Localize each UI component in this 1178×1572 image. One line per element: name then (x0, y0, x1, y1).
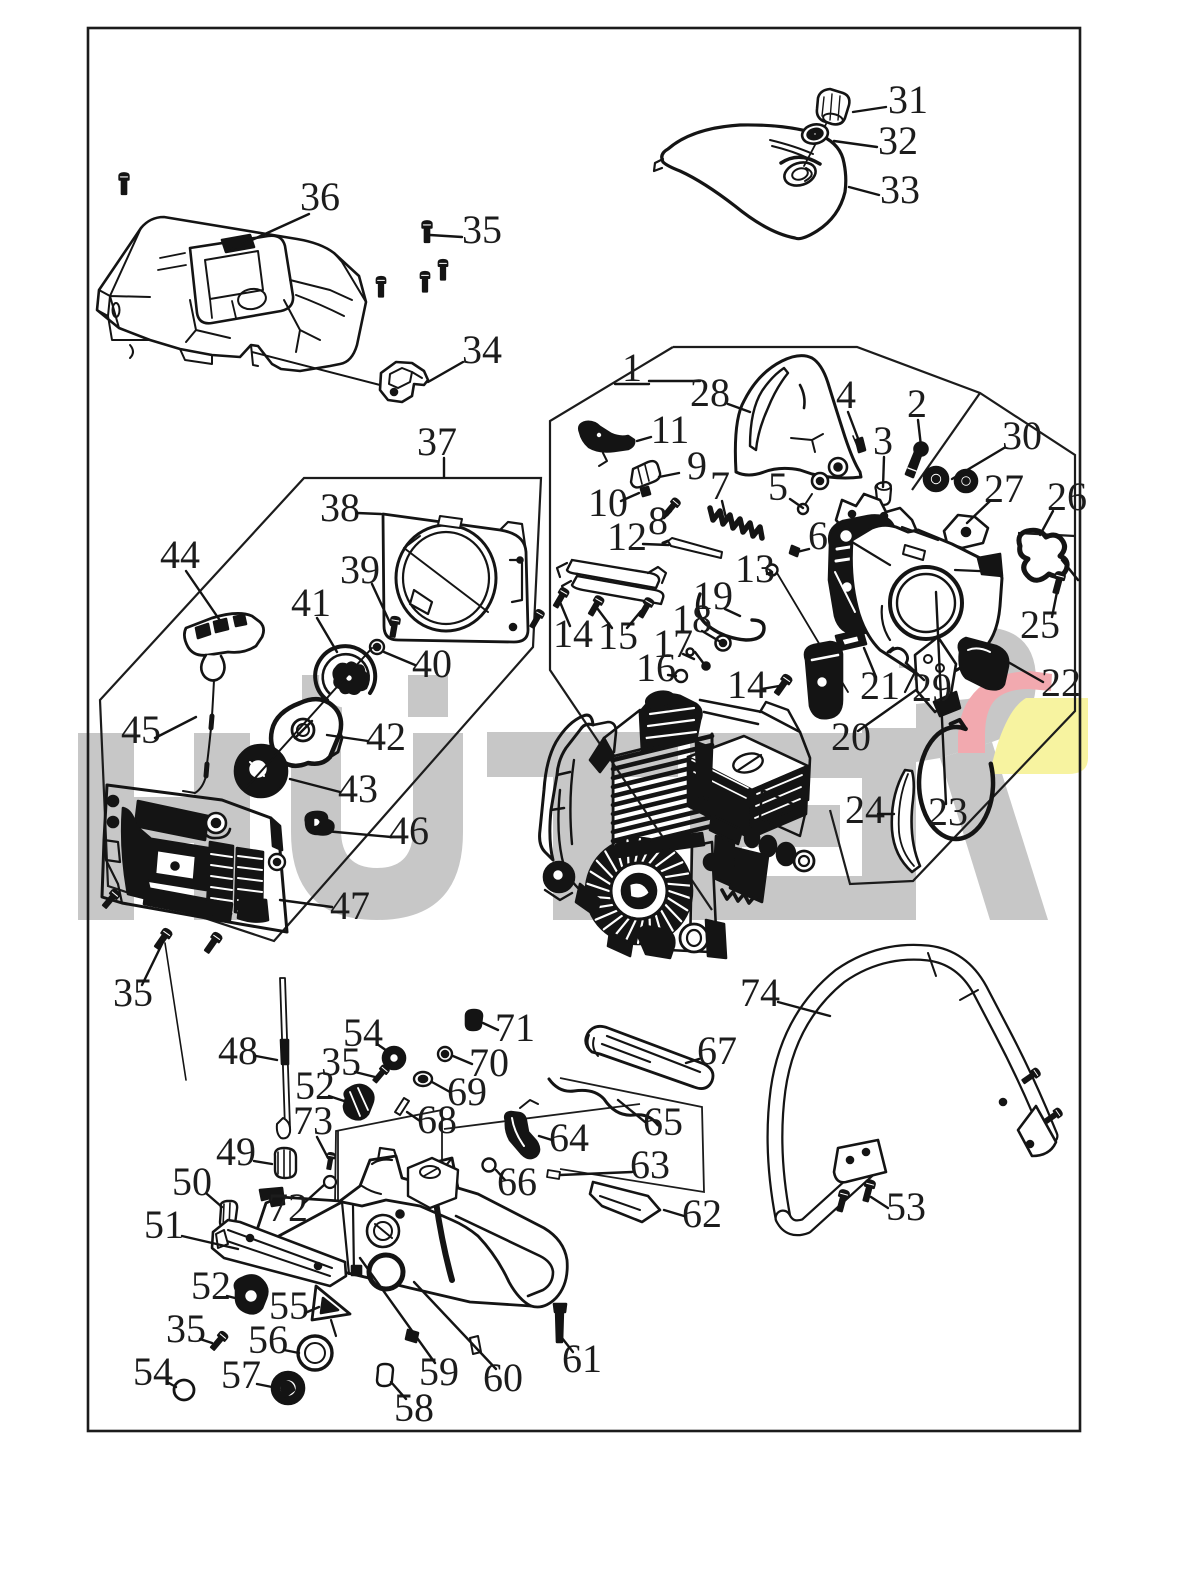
svg-text:40: 40 (412, 641, 452, 686)
svg-text:50: 50 (172, 1159, 212, 1204)
svg-text:35: 35 (166, 1306, 206, 1351)
svg-text:20: 20 (831, 714, 871, 759)
svg-text:44: 44 (160, 532, 200, 577)
svg-text:66: 66 (497, 1159, 537, 1204)
svg-text:41: 41 (291, 580, 331, 625)
svg-text:21: 21 (860, 663, 900, 708)
svg-text:1: 1 (622, 345, 642, 390)
svg-text:8: 8 (648, 498, 668, 543)
svg-text:34: 34 (462, 327, 502, 372)
svg-text:35: 35 (462, 207, 502, 252)
svg-text:22: 22 (1041, 660, 1081, 705)
svg-text:36: 36 (300, 174, 340, 219)
svg-text:52: 52 (191, 1263, 231, 1308)
svg-text:51: 51 (144, 1202, 184, 1247)
svg-text:70: 70 (469, 1040, 509, 1085)
svg-text:73: 73 (293, 1098, 333, 1143)
svg-text:54: 54 (133, 1349, 173, 1394)
svg-text:11: 11 (651, 407, 690, 452)
svg-text:24: 24 (845, 787, 885, 832)
svg-text:56: 56 (248, 1317, 288, 1362)
svg-text:30: 30 (1002, 413, 1042, 458)
svg-text:14: 14 (727, 662, 767, 707)
svg-text:69: 69 (447, 1069, 487, 1114)
svg-text:23: 23 (928, 789, 968, 834)
svg-text:17: 17 (653, 621, 693, 666)
svg-text:71: 71 (495, 1005, 535, 1050)
svg-text:6: 6 (808, 513, 828, 558)
svg-text:27: 27 (984, 466, 1024, 511)
svg-text:55: 55 (269, 1283, 309, 1328)
svg-text:12: 12 (607, 514, 647, 559)
svg-text:72: 72 (268, 1185, 308, 1230)
svg-text:29: 29 (912, 665, 952, 710)
svg-text:67: 67 (697, 1028, 737, 1073)
svg-text:64: 64 (549, 1115, 589, 1160)
svg-text:28: 28 (690, 370, 730, 415)
svg-text:7: 7 (710, 463, 730, 508)
svg-text:54: 54 (343, 1010, 383, 1055)
svg-text:49: 49 (216, 1129, 256, 1174)
svg-text:9: 9 (687, 443, 707, 488)
svg-text:53: 53 (886, 1184, 926, 1229)
svg-text:74: 74 (740, 970, 780, 1015)
svg-text:65: 65 (643, 1099, 683, 1144)
svg-text:61: 61 (562, 1336, 602, 1381)
svg-text:5: 5 (768, 464, 788, 509)
svg-text:46: 46 (389, 808, 429, 853)
svg-text:47: 47 (330, 883, 370, 928)
svg-text:3: 3 (873, 418, 893, 463)
svg-text:13: 13 (735, 546, 775, 591)
svg-text:14: 14 (553, 611, 593, 656)
svg-text:57: 57 (221, 1352, 261, 1397)
svg-text:62: 62 (682, 1191, 722, 1236)
svg-text:43: 43 (338, 766, 378, 811)
svg-text:15: 15 (598, 613, 638, 658)
svg-text:31: 31 (888, 77, 928, 122)
svg-text:32: 32 (878, 118, 918, 163)
svg-text:59: 59 (419, 1349, 459, 1394)
svg-text:16: 16 (636, 645, 676, 690)
svg-text:63: 63 (630, 1142, 670, 1187)
svg-text:10: 10 (588, 480, 628, 525)
svg-text:39: 39 (340, 547, 380, 592)
svg-text:2: 2 (907, 381, 927, 426)
svg-text:52: 52 (295, 1063, 335, 1108)
svg-text:35: 35 (321, 1039, 361, 1084)
svg-text:68: 68 (417, 1097, 457, 1142)
svg-text:48: 48 (218, 1028, 258, 1073)
svg-text:45: 45 (121, 707, 161, 752)
svg-text:4: 4 (836, 372, 856, 417)
svg-text:37: 37 (417, 419, 457, 464)
svg-text:42: 42 (366, 714, 406, 759)
svg-text:38: 38 (320, 485, 360, 530)
svg-text:33: 33 (880, 167, 920, 212)
